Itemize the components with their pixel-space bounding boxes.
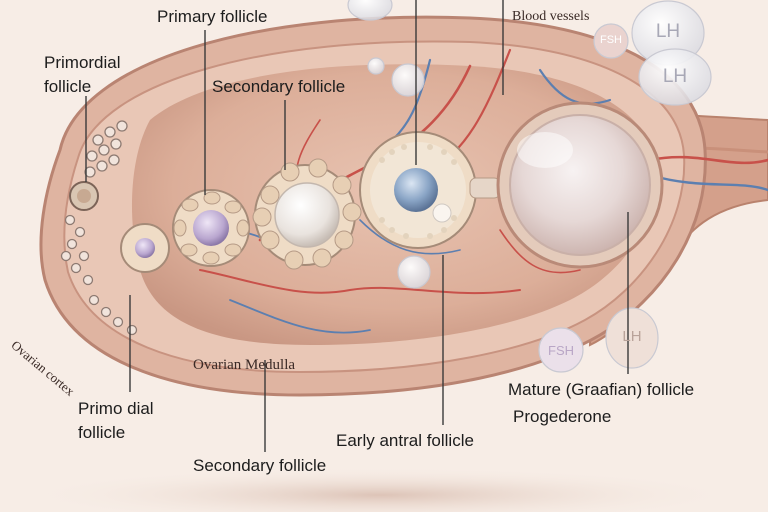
label-mature-graafian-follicle: Mature (Graafian) follicle [508, 380, 695, 399]
fsh-bubble-top [593, 23, 629, 59]
label-primodial-follicle-bottom: Primo dial follicle [78, 399, 154, 442]
label-progederone: Progederone [513, 407, 612, 426]
label-blood-vessels: Blood vessels [512, 9, 590, 24]
early-antral-follicle [359, 131, 501, 249]
primary-follicle [172, 189, 250, 267]
floor-shadow [20, 467, 740, 512]
hormone-lh-bottom: LH [622, 328, 642, 345]
label-early-antral-follicle: Early antral follicle [336, 431, 474, 450]
hormone-lh-top-2: LH [662, 66, 688, 87]
hormone-fsh-top: FSH [600, 34, 622, 46]
secondary-follicle [252, 158, 362, 270]
fsh-bubble-bottom [538, 327, 584, 373]
label-primary-follicle-top: Primary follicle [157, 7, 268, 26]
hormone-bubbles [538, 0, 712, 373]
primordial-follicle-cortex [69, 181, 99, 211]
label-ovarian-medulla: Ovarian Medulla [193, 357, 296, 373]
label-secondary-follicle-top: Secondary follicle [212, 77, 346, 96]
label-primordial-follicle-top: Primordial follicle [44, 53, 121, 96]
hormone-lh-top-1: LH [655, 21, 681, 42]
primary-follicle-small [120, 223, 170, 273]
leader-lines [85, 0, 629, 452]
lh-bubble-top-2 [638, 48, 712, 106]
lh-bubble-bottom [605, 307, 659, 369]
label-secondary-follicle-bottom: Secondary follicle [193, 456, 327, 475]
mature-graafian-follicle [496, 101, 664, 269]
hormone-fsh-bottom: FSH [548, 343, 574, 358]
